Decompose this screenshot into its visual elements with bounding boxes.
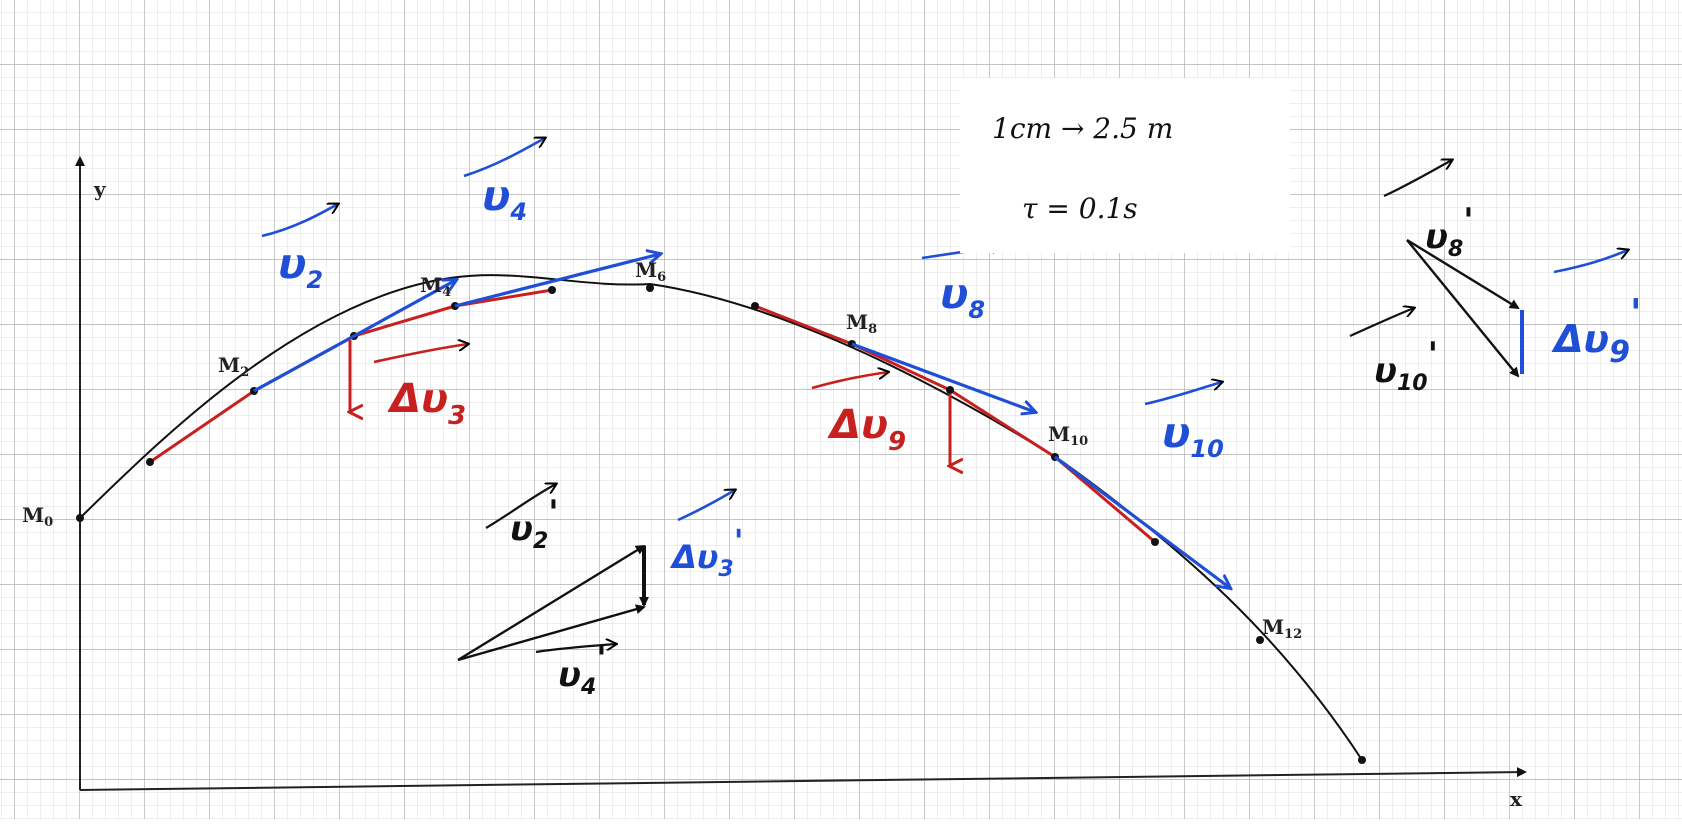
y-axis-label: y (93, 177, 107, 201)
velocity-vectors (253, 254, 1230, 588)
label-v8-prime: υ8' (1425, 201, 1474, 262)
label-dv3: Δυ3 (387, 376, 466, 431)
point-labels: M0 M2 M4 M6 M8 M10 M12 (22, 258, 1302, 642)
scale-length: 1cm → 2.5 m (992, 112, 1174, 145)
trajectory-curve (79, 274, 1363, 761)
label-dv9-prime: Δυ9' (1551, 291, 1642, 370)
label-v2-prime: υ2' (510, 493, 559, 554)
label-m2: M2 (218, 353, 249, 380)
scale-box: 1cm → 2.5 m τ = 0.1s (960, 78, 1290, 253)
label-dv3-prime: Δυ3' (669, 522, 743, 582)
label-v8: υ8 (940, 269, 985, 324)
label-v4-prime: υ4' (558, 639, 607, 700)
axes (75, 156, 1527, 791)
blue-labels: υ2 υ4 υ8 υ10 Δυ3' Δυ9' (278, 171, 1642, 582)
red-labels: Δυ3 Δυ9 (387, 376, 906, 457)
construction-triangle-1 (457, 544, 649, 662)
label-m0: M0 (22, 503, 53, 530)
label-m8: M8 (846, 310, 877, 337)
x-axis (79, 767, 1527, 791)
label-v10: υ10 (1162, 408, 1224, 463)
label-m6: M6 (635, 258, 666, 285)
label-dv9: Δυ9 (827, 402, 906, 457)
delta-v-vectors (350, 340, 950, 466)
label-m12: M12 (1262, 615, 1302, 642)
black-label-arrows (485, 160, 1452, 654)
label-v4: υ4 (482, 171, 527, 226)
label-v2: υ2 (278, 239, 323, 294)
x-axis-label: x (1510, 787, 1523, 811)
construction-triangle-2 (1406, 238, 1524, 378)
scale-time: τ = 0.1s (1022, 192, 1138, 225)
label-m10: M10 (1048, 422, 1088, 449)
red-label-arrows (373, 344, 888, 390)
label-v10-prime: υ10' (1374, 335, 1438, 396)
black-labels: υ2' υ4' υ8' υ10' (510, 201, 1474, 700)
label-m4: M4 (420, 273, 451, 300)
